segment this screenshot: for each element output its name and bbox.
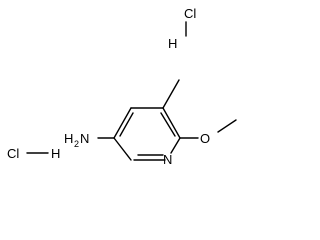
chemical-structure: Cl H Cl H N O H 2 N (7, 6, 237, 167)
amine-h-subscript: 2 (74, 139, 79, 149)
hcl-left-hydrogen-label: H (51, 146, 60, 161)
hcl-top-hydrogen-label: H (168, 36, 177, 51)
hcl-top: Cl H (168, 6, 196, 51)
hcl-left: Cl H (7, 146, 60, 161)
pyridine-ring (113, 107, 181, 161)
ring-bond-c4-c5-inner (119, 112, 134, 137)
methyl-bond (162, 79, 180, 109)
amine-n-label: N (80, 131, 89, 146)
ether-oxygen-label: O (200, 131, 210, 146)
hcl-top-chlorine-label: Cl (184, 6, 196, 21)
ring-bond-c2-c3 (162, 107, 181, 139)
ether-bond-methyl (217, 119, 237, 133)
amine-group: H 2 N (64, 131, 89, 149)
amine-h-label: H (64, 131, 73, 146)
ring-bond-c2-c3-inner (160, 112, 176, 137)
hcl-left-chlorine-label: Cl (7, 146, 19, 161)
ring-bond-c4-c5 (113, 107, 132, 139)
ring-bond-c5-c6 (113, 137, 132, 161)
ring-nitrogen-label: N (163, 152, 172, 167)
ring-bond-n1-c2 (170, 137, 181, 154)
